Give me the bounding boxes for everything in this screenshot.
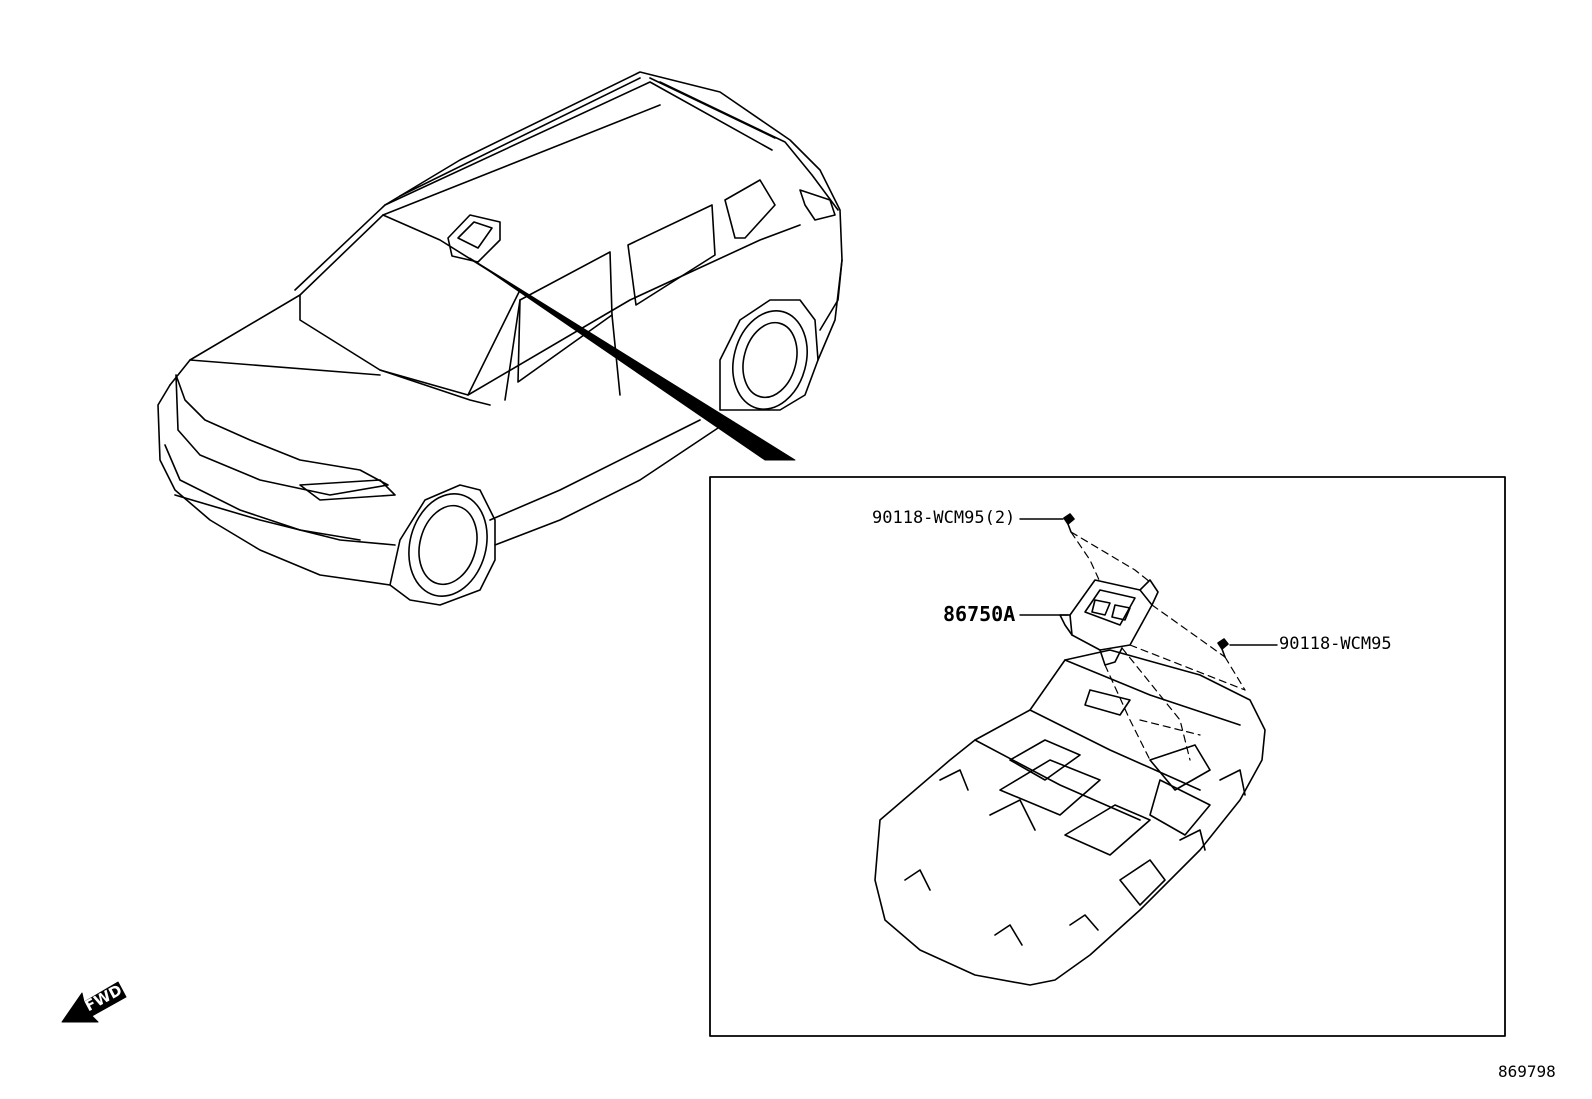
detail-pointer bbox=[469, 257, 796, 461]
callout-screw-top: 90118-WCM95(2) bbox=[872, 508, 1016, 528]
lamp-assembly-part bbox=[1059, 579, 1159, 666]
screw-icon bbox=[1063, 513, 1075, 533]
fwd-arrow-icon bbox=[61, 981, 127, 1023]
overhead-console bbox=[874, 649, 1266, 986]
screw-icon bbox=[1217, 638, 1229, 658]
detail-frame bbox=[709, 476, 1506, 1037]
installation-dashed-lines bbox=[1070, 531, 1246, 761]
callout-lamp-assembly: 86750A bbox=[943, 602, 1016, 626]
reference-number: 869798 bbox=[1498, 1062, 1556, 1081]
callout-screw-right: 90118-WCM95 bbox=[1279, 634, 1392, 654]
vehicle-outline bbox=[157, 71, 843, 606]
roof-lamp-thumbnail bbox=[447, 214, 501, 263]
callout-leaders bbox=[1019, 518, 1278, 646]
